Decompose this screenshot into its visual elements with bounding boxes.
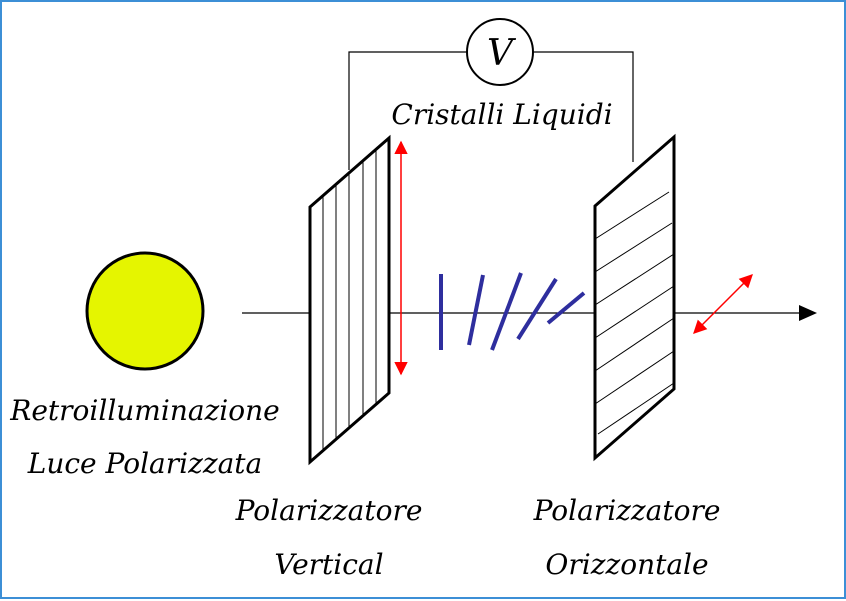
horizontal-polarizer-sublabel: Orizzontale xyxy=(545,548,708,581)
crystal-molecule xyxy=(467,274,485,346)
vertical-polarizer xyxy=(308,134,391,466)
vertical-polarizer-sublabel: Vertical xyxy=(274,548,383,581)
crystal-molecule xyxy=(516,277,558,341)
backlight-label: Retroilluminazione xyxy=(9,394,279,427)
circuit-wire-left xyxy=(348,51,467,170)
axis-arrowhead-icon xyxy=(799,305,817,321)
horizontal-polarizer-label: Polarizzatore xyxy=(533,494,721,527)
liquid-crystals-label: Cristalli Liquidi xyxy=(391,98,612,131)
circuit-wire-right xyxy=(533,51,634,162)
crystal-molecule xyxy=(490,272,523,351)
liquid-crystal-molecules xyxy=(439,272,586,351)
voltmeter-icon: V xyxy=(466,18,534,86)
horizontal-polarizer-lines xyxy=(594,191,675,435)
output-polarization-arrow xyxy=(693,274,753,334)
light-source-icon xyxy=(85,251,205,371)
vertical-polarizer-lines xyxy=(322,150,377,451)
crystal-molecule xyxy=(546,291,586,325)
polarized-light-label: Luce Polarizzata xyxy=(27,447,262,480)
vertical-polarizer-label: Polarizzatore xyxy=(235,494,423,527)
horizontal-polarizer xyxy=(593,133,676,462)
voltmeter-symbol: V xyxy=(487,33,517,74)
